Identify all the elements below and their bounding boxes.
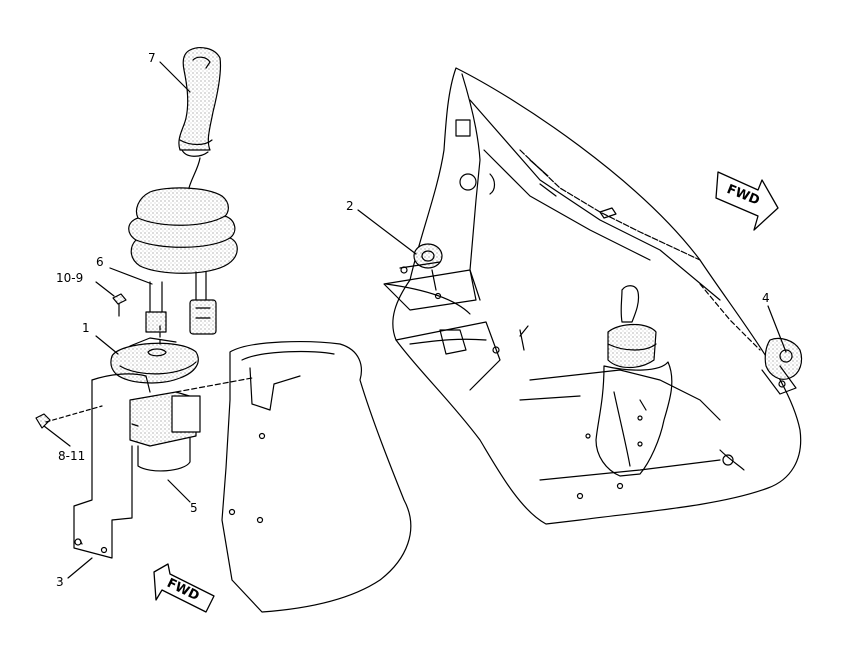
leader-4 <box>767 305 787 353</box>
callout-4: 4 <box>762 291 770 305</box>
console-panel <box>221 341 412 613</box>
screw-part-10-9 <box>112 293 127 317</box>
leader-7 <box>159 61 191 93</box>
switch-body-part-5 <box>129 391 201 472</box>
callout-6: 6 <box>96 255 104 269</box>
leader-3 <box>67 557 93 579</box>
joystick-handle-part-7 <box>178 47 222 193</box>
fwd-arrow-left-icon: FWD <box>153 563 215 613</box>
callout-2: 2 <box>346 199 354 213</box>
callout-10-9: 10-9 <box>56 271 84 285</box>
bracket-part-3 <box>73 373 151 559</box>
fwd-arrow-right-icon: FWD <box>715 171 779 231</box>
callout-5: 5 <box>190 501 198 515</box>
leader-6 <box>109 267 153 285</box>
cab-frame <box>383 67 802 525</box>
switch-part-2 <box>399 243 443 274</box>
shaft-part-6 <box>145 281 167 333</box>
switch-part-4 <box>761 337 803 395</box>
rubber-boot <box>128 187 238 274</box>
callout-7: 7 <box>148 51 156 65</box>
leader-8-11 <box>43 425 71 447</box>
callout-1: 1 <box>82 321 90 335</box>
fastener-part-8-11 <box>35 405 103 429</box>
leader-10-9 <box>95 281 115 297</box>
assembly-line-1 <box>175 377 253 393</box>
right-joystick-assembly <box>585 285 673 477</box>
switch-base-part-1 <box>110 337 199 384</box>
leader-2 <box>357 209 417 255</box>
leader-1 <box>95 335 119 355</box>
callout-8-11: 8-11 <box>58 449 86 463</box>
callout-3: 3 <box>56 575 64 589</box>
harness-connector <box>189 271 217 335</box>
leader-5 <box>167 479 191 503</box>
